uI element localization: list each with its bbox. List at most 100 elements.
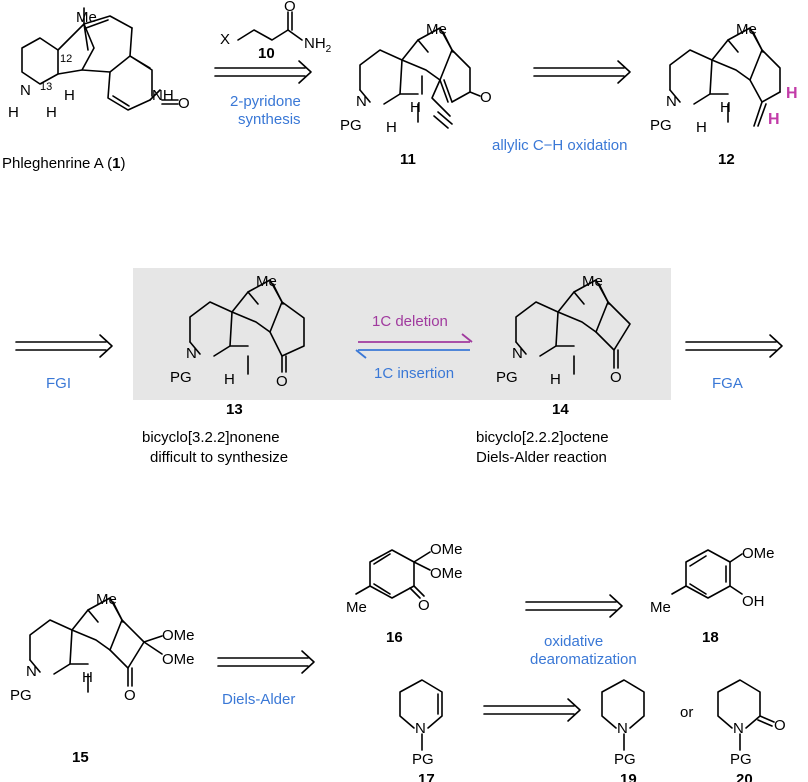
h-label: H: [46, 104, 57, 121]
h-label: H: [82, 669, 93, 686]
arrow-1c-insertion: 1C insertion: [355, 349, 470, 382]
compound-17-number: 17: [418, 771, 435, 782]
allylic-h-label: H: [768, 111, 780, 128]
h-label: H: [550, 371, 561, 388]
position-13-label: 13: [40, 81, 52, 93]
compound-20: N O PG 20: [717, 679, 786, 782]
me-label: Me: [736, 21, 757, 38]
compound-19-number: 19: [620, 771, 637, 782]
compound-15-number: 15: [72, 749, 89, 766]
ome-label: OMe: [742, 545, 775, 562]
arrow-diels-alder: Diels-Alder: [217, 650, 315, 708]
ome-label: OMe: [162, 627, 195, 644]
me-label: Me: [96, 591, 117, 608]
compound-18: Me OMe OH 18: [650, 545, 775, 646]
compound-13-number: 13: [226, 401, 243, 418]
nh2-label: NH2: [304, 35, 332, 55]
compound-10-number: 10: [258, 45, 275, 62]
h-label: H: [696, 119, 707, 136]
me-label: Me: [650, 599, 671, 616]
compound-12-number: 12: [718, 151, 735, 168]
pg-label: PG: [496, 369, 518, 386]
pg-label: PG: [730, 751, 752, 768]
arrow-oxidative-dearomatization: oxidative dearomatization: [525, 594, 637, 668]
reagent-label: synthesis: [238, 111, 301, 128]
pg-label: PG: [340, 117, 362, 134]
reagent-label: oxidative: [544, 633, 603, 650]
x-label: X: [220, 31, 230, 48]
n-label: N: [666, 93, 677, 110]
compound-11: Me N PG H H O 11: [340, 21, 492, 168]
n-label: N: [186, 345, 197, 362]
ome-label: OMe: [430, 565, 463, 582]
ome-label: OMe: [162, 651, 195, 668]
reagent-label: FGI: [46, 375, 71, 392]
position-12-label: 12: [60, 53, 72, 65]
n-label: N: [512, 345, 523, 362]
n-label: N: [415, 720, 426, 737]
compound-1-name: Phleghenrine A (1): [2, 155, 125, 172]
me-label: Me: [256, 273, 277, 290]
arrow-fgi: FGI: [15, 334, 113, 392]
or-label: or: [680, 704, 693, 721]
me-label: Me: [582, 273, 603, 290]
pg-label: PG: [10, 687, 32, 704]
h-label: H: [64, 87, 75, 104]
compound-15: Me N PG H O OMe OMe 15: [10, 591, 195, 766]
arrow-fga: FGA: [685, 334, 783, 392]
me-label: Me: [426, 21, 447, 38]
compound-14: Me N PG H O 14: [496, 273, 631, 418]
caption-14-line1: bicyclo[2.2.2]octene: [476, 429, 609, 446]
compound-16: Me OMe OMe O 16: [346, 541, 463, 646]
oh-label: OH: [742, 593, 765, 610]
reagent-label: dearomatization: [530, 651, 637, 668]
n-label: N: [356, 93, 367, 110]
pg-label: PG: [170, 369, 192, 386]
arrow-allylic-oxidation: allylic C−H oxidation: [492, 60, 631, 154]
h-label: H: [224, 371, 235, 388]
caption-13-line2: difficult to synthesize: [150, 449, 288, 466]
o-label: O: [480, 89, 492, 106]
deletion-label: 1C deletion: [372, 313, 448, 330]
n-label: N: [26, 663, 37, 680]
me-label: Me: [76, 9, 97, 26]
h-label: H: [8, 104, 19, 121]
insertion-label: 1C insertion: [374, 365, 454, 382]
allylic-h-label: H: [786, 85, 798, 102]
compound-14-number: 14: [552, 401, 569, 418]
arrow-2-pyridone: X O NH2 10 2-pyridone synthesis: [214, 0, 332, 128]
n-label: N: [617, 720, 628, 737]
reagent-label: allylic C−H oxidation: [492, 137, 627, 154]
caption-13-line1: bicyclo[3.2.2]nonene: [142, 429, 280, 446]
n-label: N: [20, 82, 31, 99]
pg-label: PG: [412, 751, 434, 768]
compound-11-number: 11: [400, 151, 416, 168]
h-label: H: [410, 99, 421, 116]
compound-17: N PG 17: [399, 679, 443, 782]
o-label: O: [284, 0, 296, 15]
compound-1: Me N H H H 12 13 NH O Phleghenrine A (1): [2, 7, 190, 172]
compound-12: Me N PG H H H H 12: [650, 21, 798, 168]
me-label: Me: [346, 599, 367, 616]
o-label: O: [774, 717, 786, 734]
pg-label: PG: [650, 117, 672, 134]
compound-20-number: 20: [736, 771, 753, 782]
compound-16-number: 16: [386, 629, 403, 646]
h-label: H: [720, 99, 731, 116]
h-label: H: [386, 119, 397, 136]
o-label: O: [124, 687, 136, 704]
o-label: O: [610, 369, 622, 386]
ome-label: OMe: [430, 541, 463, 558]
nh-label: NH: [152, 87, 174, 104]
n-label: N: [733, 720, 744, 737]
caption-14-line2: Diels-Alder reaction: [476, 449, 607, 466]
reagent-label: FGA: [712, 375, 743, 392]
highlight-box: [133, 268, 671, 400]
arrow-17-to-19: [483, 698, 581, 722]
arrow-1c-deletion: 1C deletion: [358, 313, 473, 343]
reagent-label: Diels-Alder: [222, 691, 295, 708]
compound-19: N PG 19: [601, 679, 645, 782]
compound-13: Me N PG H O 13: [170, 273, 305, 418]
compound-18-number: 18: [702, 629, 719, 646]
pg-label: PG: [614, 751, 636, 768]
